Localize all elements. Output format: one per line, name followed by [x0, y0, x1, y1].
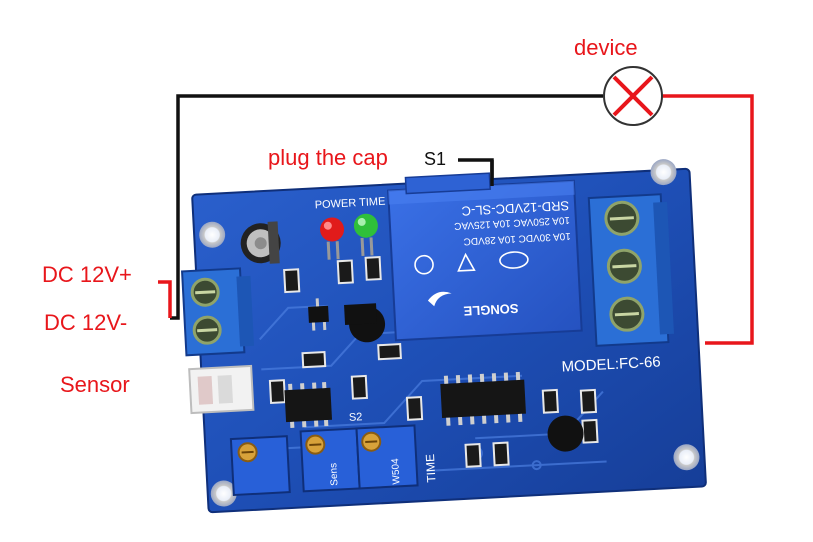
pot-sens-label: Sens — [328, 463, 340, 486]
red-wire-dc-plus — [158, 282, 170, 318]
device-label: device — [574, 37, 638, 59]
potentiometer-time[interactable]: W504 — [357, 425, 418, 488]
terminal-screw[interactable] — [605, 201, 639, 235]
plug-cap-label: plug the cap — [268, 147, 388, 169]
time-silk: TIME — [423, 454, 438, 483]
dc-minus-label: DC 12V- — [44, 312, 127, 334]
output-terminal-block — [589, 194, 675, 346]
terminal-screw[interactable] — [608, 249, 642, 283]
sensor-connector[interactable] — [189, 366, 253, 413]
sensor-label: Sensor — [60, 374, 130, 396]
s1-label: S1 — [424, 150, 446, 168]
s2-silk: S2 — [349, 411, 363, 424]
power-terminal-block — [182, 268, 254, 355]
device-lamp-icon — [604, 67, 662, 125]
relay-module-board: POWER TIME MODEL:FC-66 S2 TIME — [178, 158, 707, 513]
potentiometer-left[interactable] — [231, 436, 290, 495]
terminal-screw[interactable] — [192, 279, 219, 306]
terminal-screw[interactable] — [610, 297, 644, 331]
relay: SRD-12VDC-SL-C 10A 250VAC 10A 125VAC 10A… — [388, 181, 582, 341]
jumper-s1[interactable] — [405, 173, 490, 193]
potentiometer-s2[interactable]: Sens — [301, 428, 360, 491]
svg-text:SONGLE: SONGLE — [463, 301, 519, 319]
terminal-screw[interactable] — [194, 317, 221, 344]
dc-plus-label: DC 12V+ — [42, 264, 132, 286]
pot-value-label: W504 — [390, 458, 402, 485]
